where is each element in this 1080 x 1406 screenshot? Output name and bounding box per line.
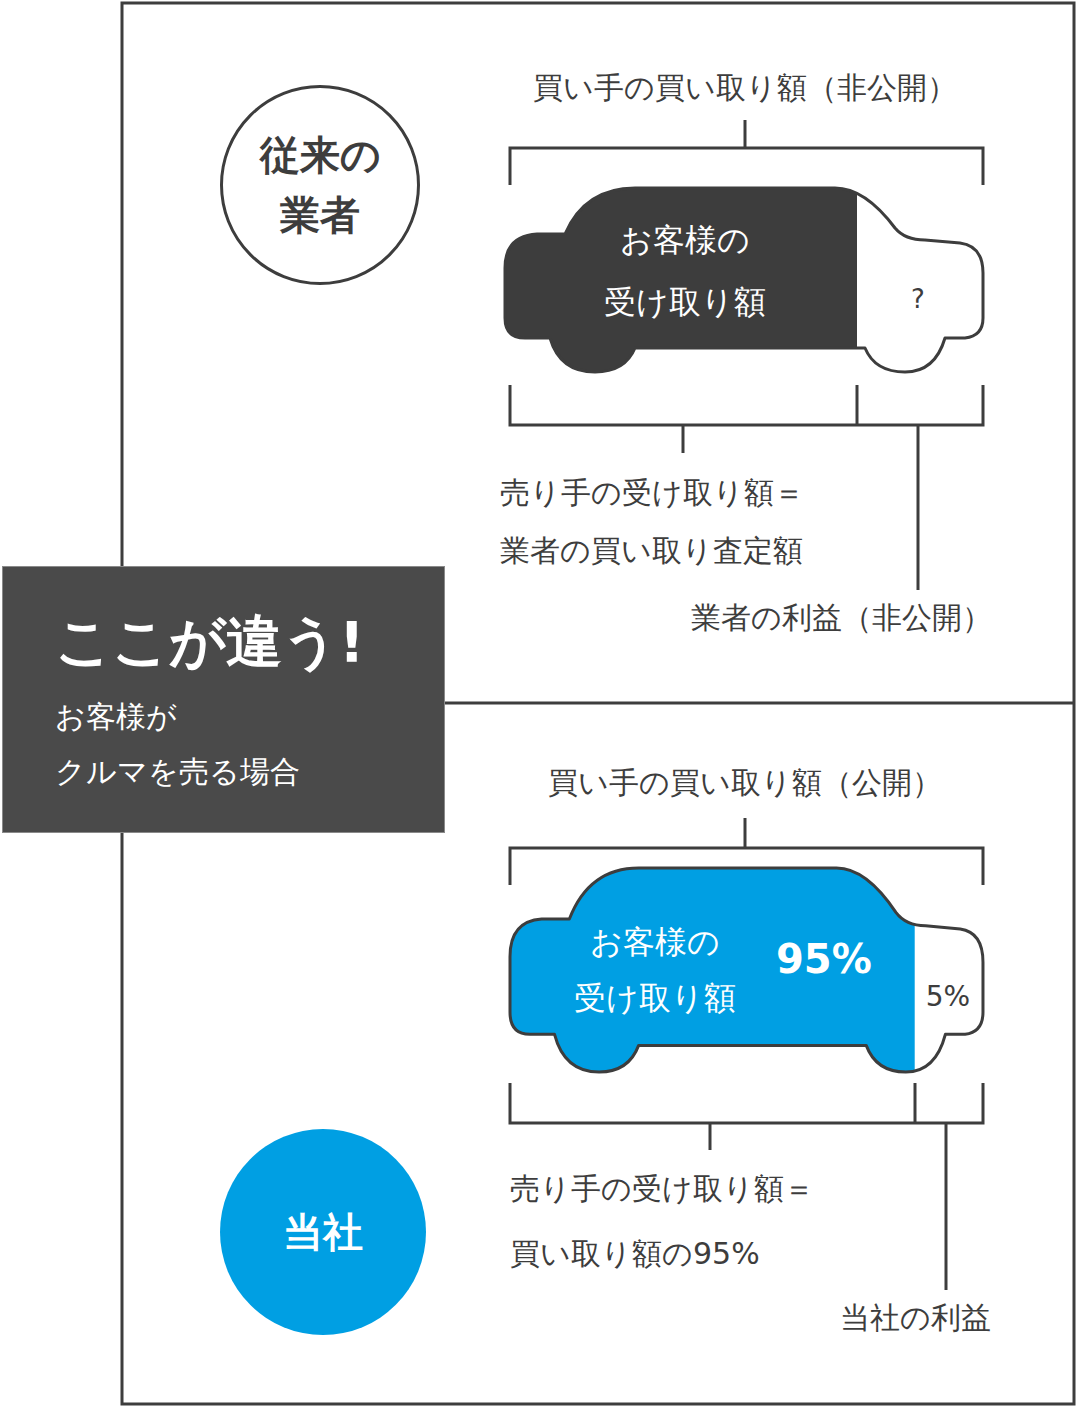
company-circle: 当社 [220, 1129, 426, 1335]
bracket-line [510, 148, 983, 185]
node-subtext: 95% [776, 935, 872, 983]
fee-region: 5% [916, 960, 980, 1034]
car-illustration [505, 862, 983, 1084]
car-fill-blue [505, 862, 915, 1084]
node-text: 従来の 業者 [245, 125, 395, 245]
bracket [510, 818, 983, 1290]
leader-line [709, 1123, 712, 1150]
divider-line [122, 702, 1074, 705]
bracket [510, 120, 983, 590]
node-text: お客様の 受け取り額 [550, 914, 760, 1026]
leader-label: 業者の利益（非公開） [572, 598, 992, 637]
car-outline [510, 868, 983, 1072]
leader-line [945, 1123, 948, 1290]
car-illustration [500, 183, 983, 383]
bracket-line [510, 1083, 983, 1123]
bracket-tick [856, 385, 859, 425]
bracket-stem [744, 818, 747, 848]
callout-box: ここが違う! お客様が クルマを売る場合 [2, 566, 445, 833]
company-circle: 従来の 業者 [220, 85, 420, 285]
bracket-line [510, 385, 983, 425]
bracket-label: 売り手の受け取り額＝ 買い取り額の95% [510, 1156, 910, 1286]
outer-frame [122, 3, 1074, 1404]
leader-label: 当社の利益 [765, 1298, 1065, 1337]
node-text: 当社 [283, 1208, 363, 1256]
bracket-label: 売り手の受け取り額＝ 業者の買い取り査定額 [500, 464, 900, 580]
unknown-region: ? [862, 262, 974, 338]
amount-region: お客様の 受け取り額 [520, 196, 850, 346]
amount-region: お客様の 受け取り額 95% [520, 900, 910, 1040]
car-fill-dark [500, 183, 857, 383]
leader-line [917, 425, 920, 590]
node-text: お客様の 受け取り額 [575, 209, 795, 333]
bracket-label: 買い手の買い取り額（公開） [495, 763, 995, 802]
car-outline [505, 188, 983, 372]
leader-line [682, 425, 685, 453]
node-text: ここが違う! [55, 606, 365, 679]
bracket-label: 買い手の買い取り額（非公開） [495, 68, 995, 107]
bracket-tick [914, 1083, 917, 1123]
node-text: 5% [926, 980, 970, 1014]
node-subtext: お客様が クルマを売る場合 [55, 689, 355, 799]
bracket-line [510, 848, 983, 885]
bracket-stem [744, 120, 747, 148]
node-text: ? [911, 284, 925, 315]
